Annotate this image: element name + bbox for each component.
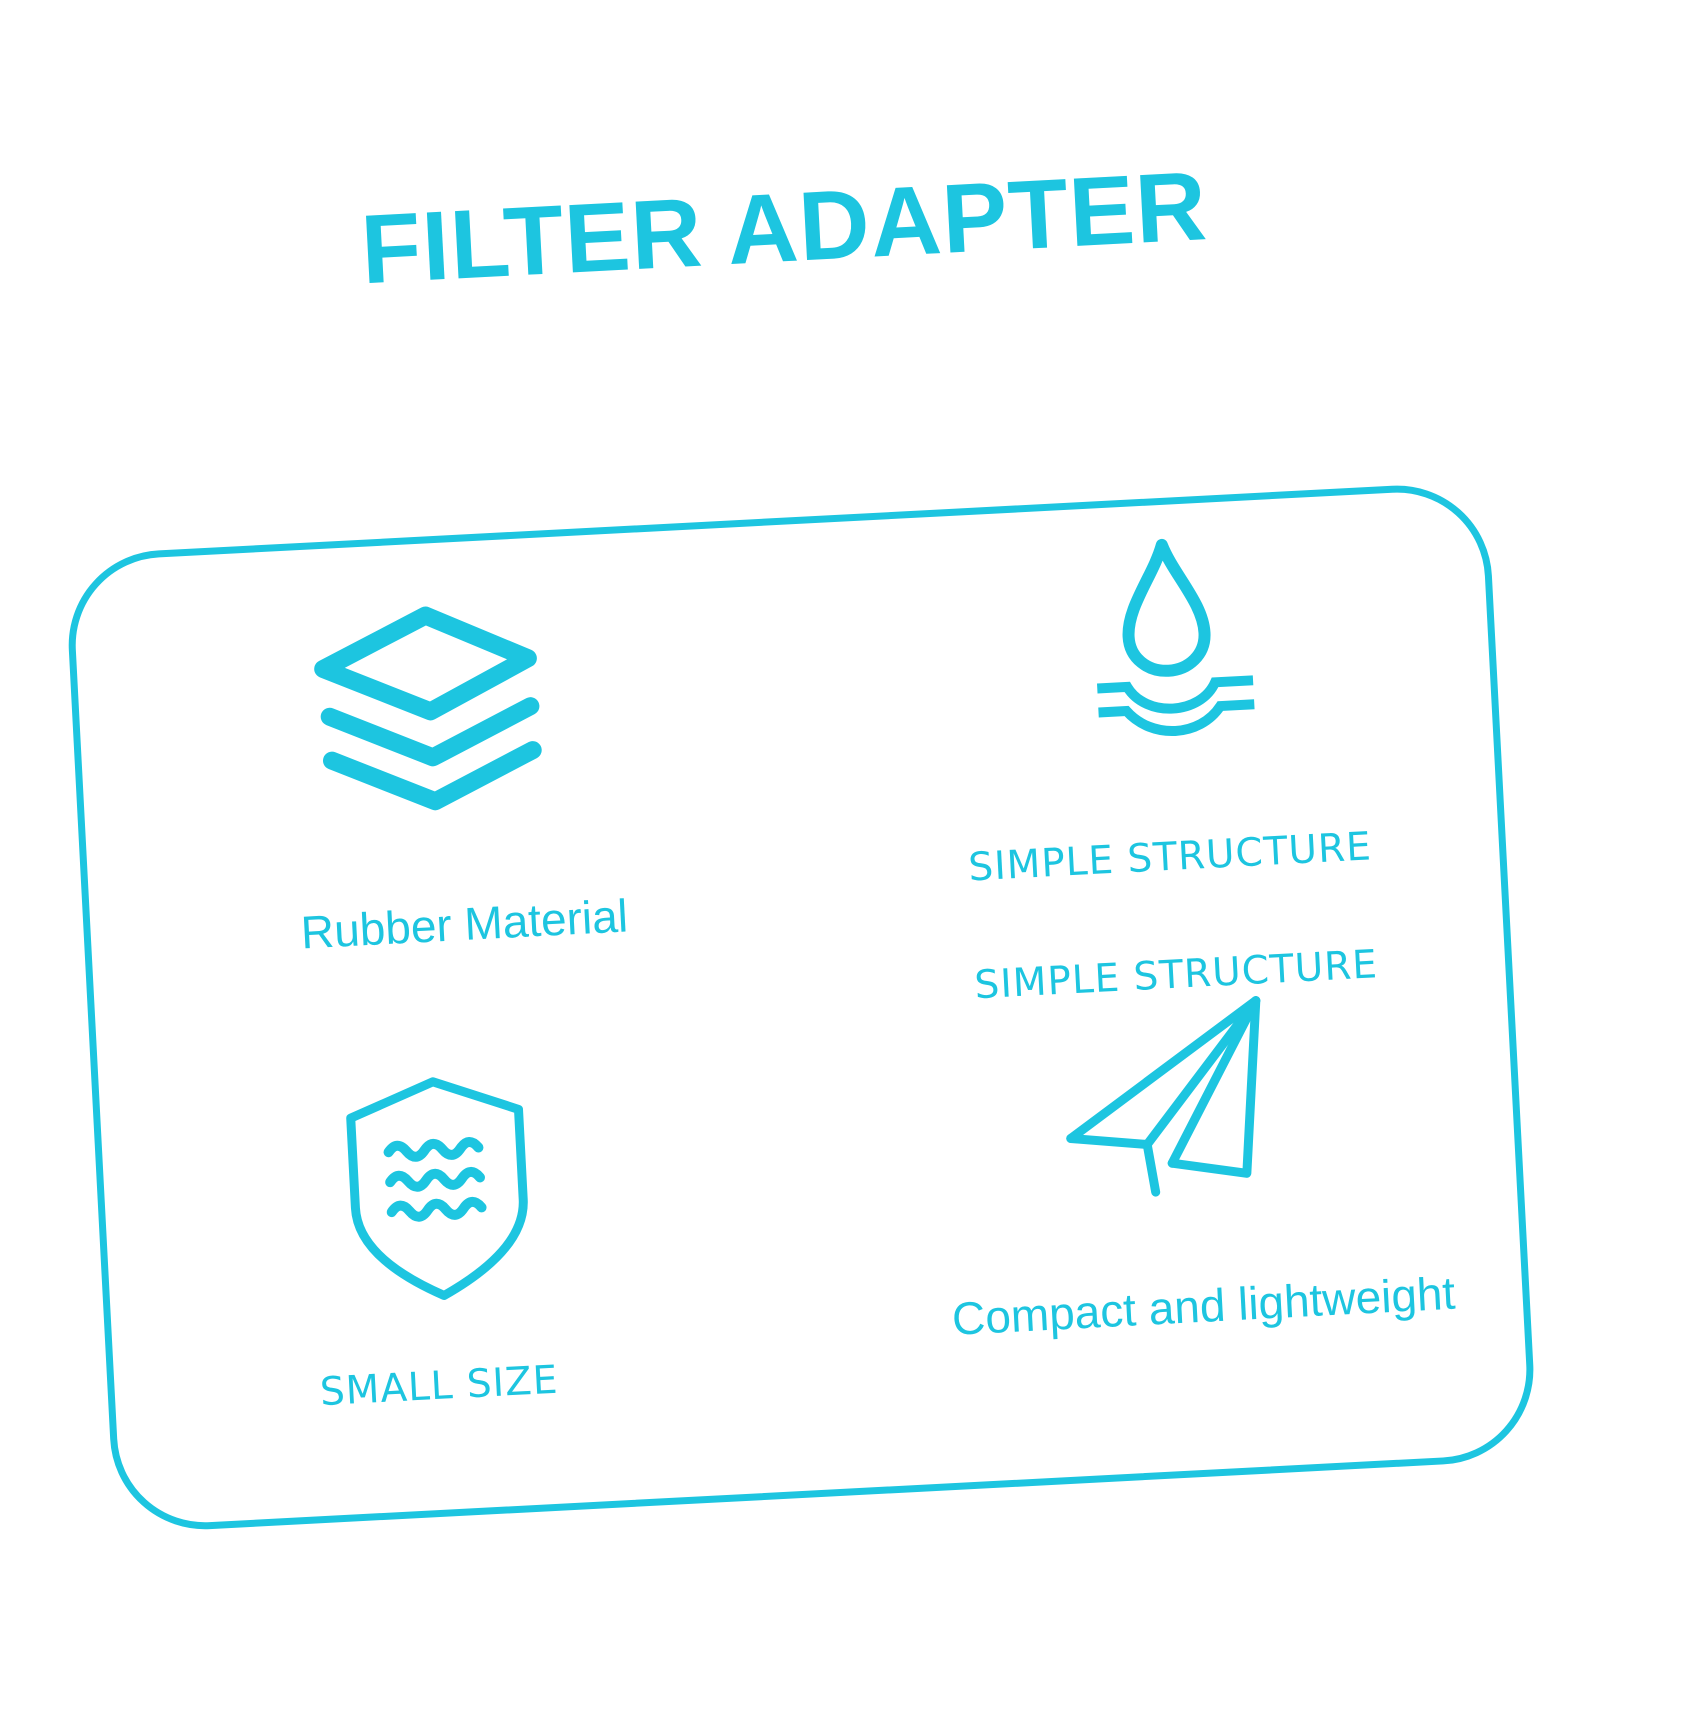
feature-label-rubber-material: Rubber Material <box>299 889 630 959</box>
paper-plane-icon <box>1055 980 1286 1211</box>
shield-waves-icon <box>337 1068 549 1308</box>
feature-card: Rubber Material SIMPLE STRUCTURE SIMPLE … <box>63 480 1539 1535</box>
feature-label-compact-lightweight: Compact and lightweight <box>950 1266 1457 1345</box>
page-title: FILTER ADAPTER <box>358 150 1210 305</box>
layers-icon <box>310 597 560 811</box>
feature-label-simple-structure: SIMPLE STRUCTURE <box>967 824 1373 891</box>
water-drop-icon <box>1081 530 1271 739</box>
feature-label-small-size: SMALL SIZE <box>318 1357 560 1416</box>
